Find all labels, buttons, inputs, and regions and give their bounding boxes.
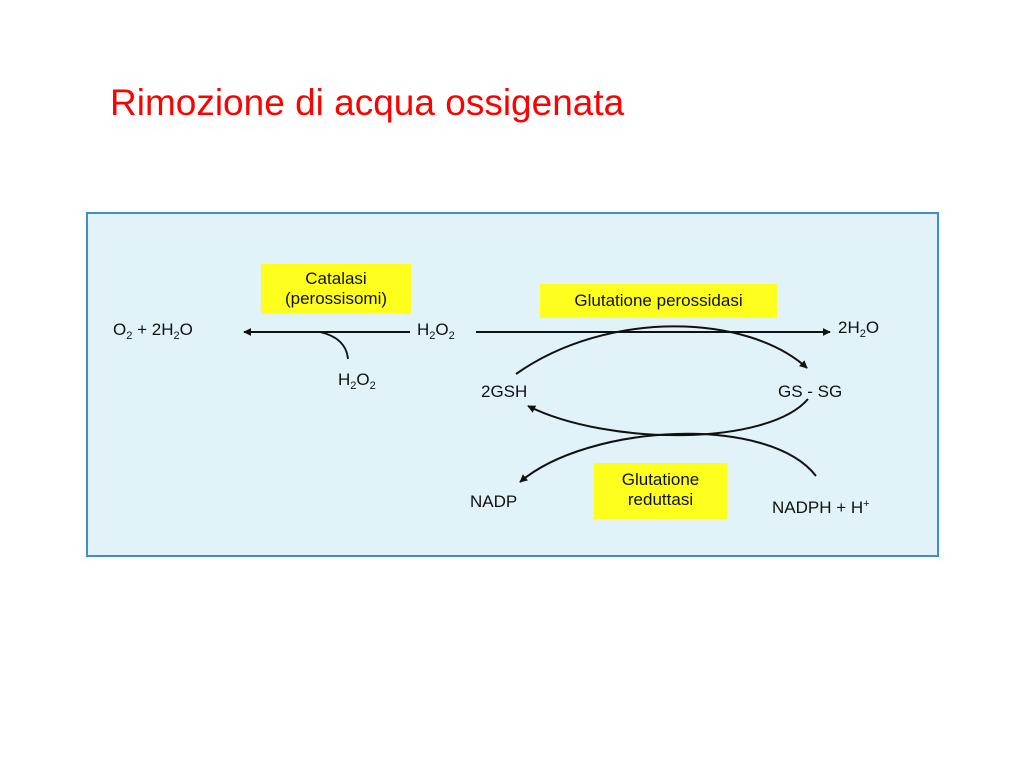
reaction-diagram-panel: Catalasi (perossisomi) Glutatione peross… (86, 212, 939, 557)
reaction-arrows (243, 325, 831, 483)
nadph-label: NADPH + H+ (772, 498, 870, 517)
catalase-location-label: (perossisomi) (284, 289, 388, 308)
reductase-enzyme-box: Glutatione reduttasi (594, 463, 727, 519)
catalase-label: Catalasi (305, 269, 367, 288)
catalase-enzyme-box: Catalasi (perossisomi) (261, 264, 411, 314)
slide-title: Rimozione di acqua ossigenata (110, 82, 625, 123)
gssg-to-gsh-arrow (527, 398, 809, 437)
nadp-label: NADP (470, 492, 518, 511)
reductase-label-line1: Glutatione (621, 470, 700, 489)
gsh-label: 2GSH (481, 382, 528, 401)
gssg-label: GS - SG (778, 382, 843, 401)
h2o2-substrate: H2O2 (417, 320, 455, 342)
h2o-product: 2H2O (838, 318, 880, 340)
nadph-to-nadp-arrow (519, 432, 817, 483)
catalase-h2o2-curve (319, 331, 349, 360)
h2o2-catalase-substrate: H2O2 (338, 370, 376, 392)
peroxidase-enzyme-box: Glutatione perossidasi (540, 284, 777, 318)
reductase-label-line2: reduttasi (627, 490, 694, 509)
gsh-to-gssg-arrow (515, 325, 808, 375)
peroxidase-label: Glutatione perossidasi (574, 291, 743, 310)
o2-2h2o-product: O2 + 2H2O (113, 320, 193, 342)
